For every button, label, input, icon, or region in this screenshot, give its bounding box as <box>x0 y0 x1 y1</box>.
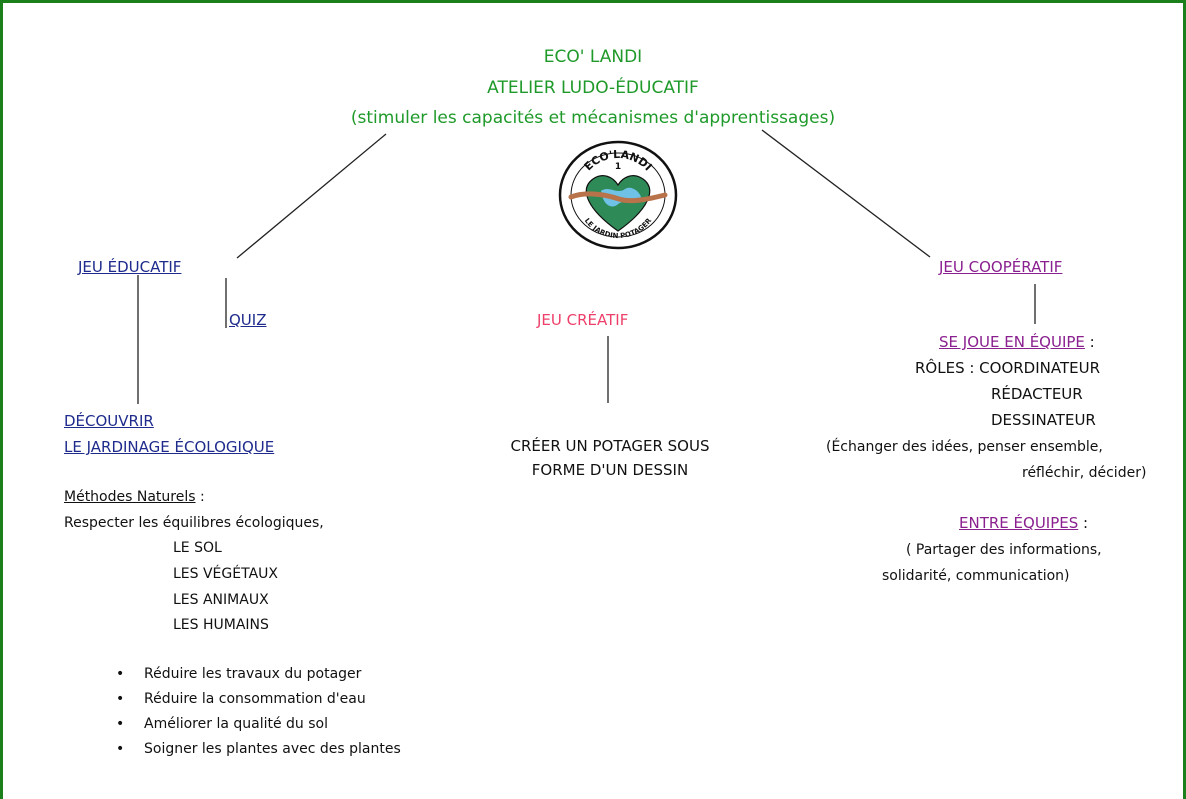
quiz-label: QUIZ <box>229 311 267 329</box>
decouvrir-line2: LE JARDINAGE ÉCOLOGIQUE <box>64 438 275 456</box>
item-animaux: LES ANIMAUX <box>173 592 269 608</box>
eco-landi-logo: ECO'LANDI 1 LE JARDIN POTAGER <box>558 140 678 250</box>
roles-coordinateur: RÔLES : COORDINATEUR <box>915 359 1101 377</box>
title-line1: ECO' LANDI <box>543 47 643 67</box>
item-sol: LE SOL <box>173 540 222 556</box>
respecter-text: Respecter les équilibres écologiques, <box>64 515 324 531</box>
methodes-label: Méthodes Naturels <box>64 489 196 505</box>
creatif-line2: FORME D'UN DESSIN <box>531 461 689 479</box>
connector-title-to-cooperatif <box>761 129 931 258</box>
jeu-educatif-label: JEU ÉDUCATIF <box>78 258 182 276</box>
title-line2: ATELIER LUDO-ÉDUCATIF <box>487 78 699 98</box>
jeu-creatif-title: JEU CRÉATIF <box>537 311 629 329</box>
se-joue-colon: : <box>1084 333 1095 351</box>
cooperatif-desc1: (Échanger des idées, penser ensemble, <box>826 439 1103 455</box>
entre-equipes-heading: ENTRE ÉQUIPES : <box>959 513 1088 533</box>
methodes-heading: Méthodes Naturels : <box>64 487 205 507</box>
list-item: Soigner les plantes avec des plantes <box>108 737 401 762</box>
entre-desc1: ( Partager des informations, <box>906 542 1102 558</box>
creatif-line1: CRÉER UN POTAGER SOUS <box>510 437 710 455</box>
item-vegetaux: LES VÉGÉTAUX <box>173 566 278 582</box>
se-joue-label: SE JOUE EN ÉQUIPE <box>939 333 1085 351</box>
list-item: Améliorer la qualité du sol <box>108 712 401 737</box>
bullet-list: Réduire les travaux du potager Réduire l… <box>108 662 401 762</box>
methodes-colon: : <box>195 489 205 505</box>
jeu-cooperatif-title: JEU COOPÉRATIF <box>939 258 1063 276</box>
entre-equipes-colon: : <box>1078 514 1089 532</box>
jeu-educatif-title: JEU ÉDUCATIF <box>78 257 244 277</box>
logo-number: 1 <box>615 162 621 172</box>
connector-title-to-educatif <box>236 133 387 259</box>
cooperatif-desc2: réfléchir, décider) <box>1022 465 1147 481</box>
se-joue-heading: SE JOUE EN ÉQUIPE : <box>939 332 1095 352</box>
list-item: Réduire les travaux du potager <box>108 662 401 687</box>
role-dessinateur: DESSINATEUR <box>991 411 1096 429</box>
entre-desc2: solidarité, communication) <box>882 568 1070 584</box>
item-humains: LES HUMAINS <box>173 617 269 633</box>
decouvrir-line1: DÉCOUVRIR <box>64 412 154 430</box>
role-redacteur: RÉDACTEUR <box>991 385 1083 403</box>
title-line3: (stimuler les capacités et mécanismes d'… <box>350 108 836 128</box>
list-item: Réduire la consommation d'eau <box>108 687 401 712</box>
entre-equipes-label: ENTRE ÉQUIPES <box>959 514 1079 532</box>
